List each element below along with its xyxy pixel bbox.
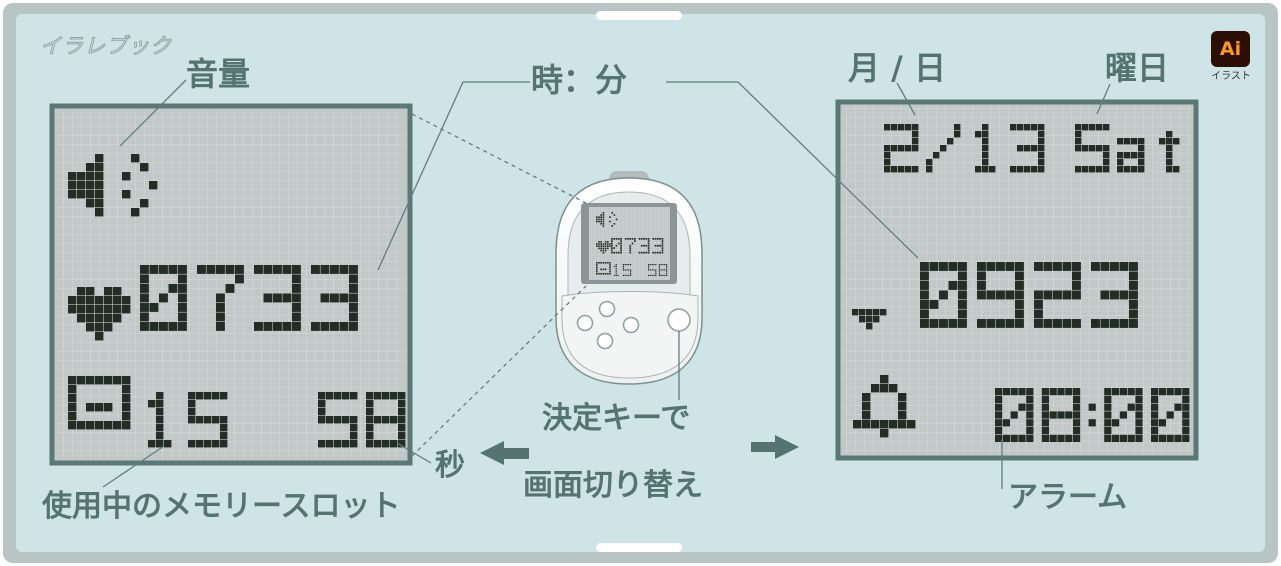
top-glow-tab [596,11,682,20]
label-switch-screen: 画面切り替え [523,471,703,501]
device-button-up[interactable] [600,302,615,317]
label-decision-key: 決定キーで [542,404,690,434]
device-decision-key[interactable] [668,309,690,331]
bottom-glow-tab [596,543,682,552]
device-button-down[interactable] [598,334,613,349]
left-lcd-screen [52,106,410,463]
label-alarm: アラーム [1008,483,1127,513]
illustrator-caption: イラスト [1207,72,1255,82]
label-memory-slot: 使用中のメモリースロット [42,492,401,522]
device-button-right[interactable] [624,318,639,333]
device-button-left[interactable] [578,316,593,331]
brand-logo-text: イラレブック [40,36,172,57]
label-seconds: 秒 [435,451,465,481]
label-time: 時：分 [531,64,627,96]
label-weekday: 曜日 [1105,52,1169,84]
label-volume: 音量 [186,58,250,90]
illustrator-app-icon: Ai [1211,31,1250,67]
label-month-day: 月 / 日 [848,52,946,84]
right-lcd-screen [838,102,1196,458]
pedometer-device [556,171,702,384]
